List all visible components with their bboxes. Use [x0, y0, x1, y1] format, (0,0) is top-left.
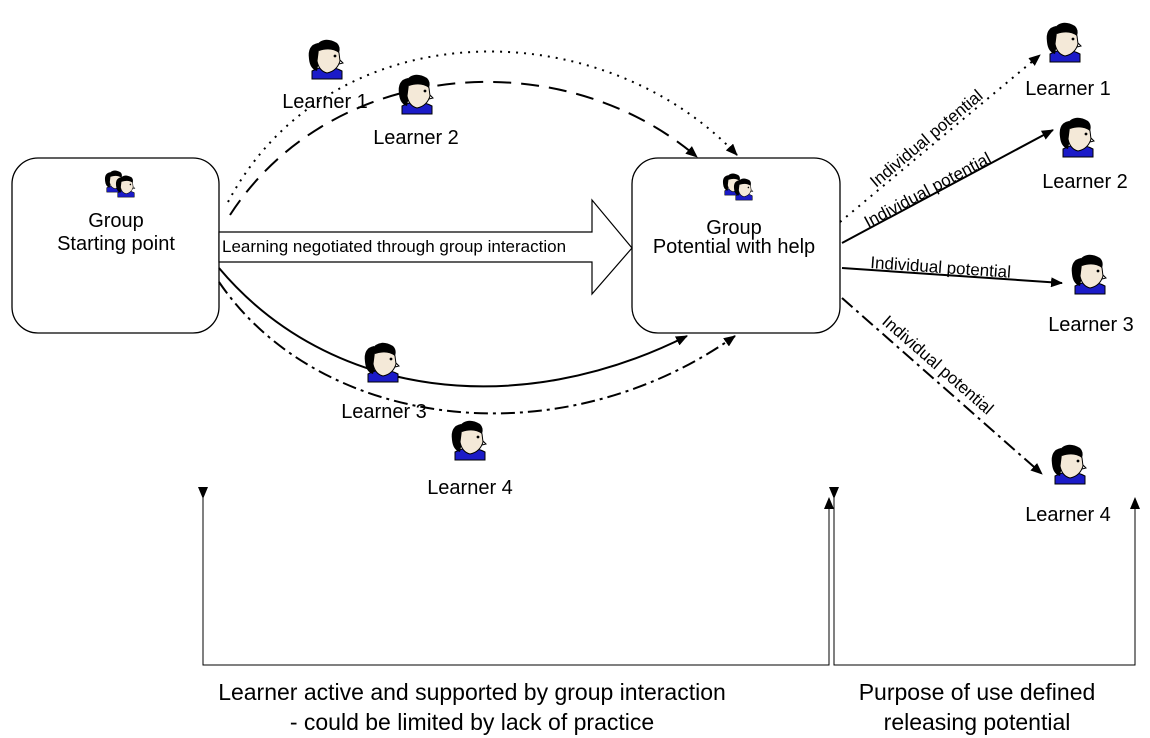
learner-1-path	[227, 50, 738, 203]
individual-potential-arrow-1	[839, 54, 1041, 223]
learner-4-person-icon	[451, 420, 487, 461]
outcome-learner-1-person-icon	[1046, 22, 1082, 63]
big-hollow-arrow	[218, 198, 633, 296]
outcome-learner-2-label: Learner 2	[1042, 171, 1128, 193]
learner-1-person-icon	[308, 39, 344, 80]
potential-box	[631, 157, 841, 334]
outcome-learner-3-person-icon	[1071, 254, 1107, 295]
big-arrow-label: Learning negotiated through group intera…	[222, 237, 566, 256]
path-learner-1-label: Learner 1	[282, 91, 368, 113]
bottom-left-caption-line2: - could be limited by lack of practice	[290, 709, 654, 735]
individual-potential-label-3: Individual potential	[870, 253, 1012, 282]
learner-2-path	[229, 80, 698, 216]
learner-4-path	[218, 281, 736, 415]
learner-3-path	[218, 267, 688, 388]
left-box-title: Group	[88, 210, 144, 232]
bottom-left-caption-line1: Learner active and supported by group in…	[218, 679, 726, 705]
left-bracket	[198, 487, 834, 666]
outcome-learner-1-label: Learner 1	[1025, 78, 1111, 100]
path-learner-3-label: Learner 3	[341, 401, 427, 423]
individual-potential-arrow-2	[841, 129, 1054, 244]
learner-3-person-icon	[364, 342, 400, 383]
outcome-learner-2-person-icon	[1059, 117, 1095, 158]
left-box-subtitle: Starting point	[57, 233, 175, 255]
individual-potential-label-2: Individual potential	[861, 149, 994, 232]
right-box-title: Group	[706, 217, 762, 239]
right-bracket	[829, 487, 1140, 666]
right-box-subtitle: Potential with help	[653, 236, 815, 258]
outcome-learner-4-person-icon	[1051, 444, 1087, 485]
bottom-right-caption-line1: Purpose of use defined	[859, 679, 1096, 705]
individual-potential-arrow-3	[841, 267, 1063, 288]
path-learner-2-label: Learner 2	[373, 127, 459, 149]
individual-potential-arrow-4	[841, 297, 1043, 475]
outcome-learner-3-label: Learner 3	[1048, 314, 1134, 336]
bottom-right-caption-line2: releasing potential	[884, 709, 1071, 735]
individual-potential-label-4: Individual potential	[878, 312, 997, 419]
learner-2-person-icon	[398, 74, 434, 115]
outcome-learner-4-label: Learner 4	[1025, 504, 1111, 526]
path-learner-4-label: Learner 4	[427, 477, 513, 499]
